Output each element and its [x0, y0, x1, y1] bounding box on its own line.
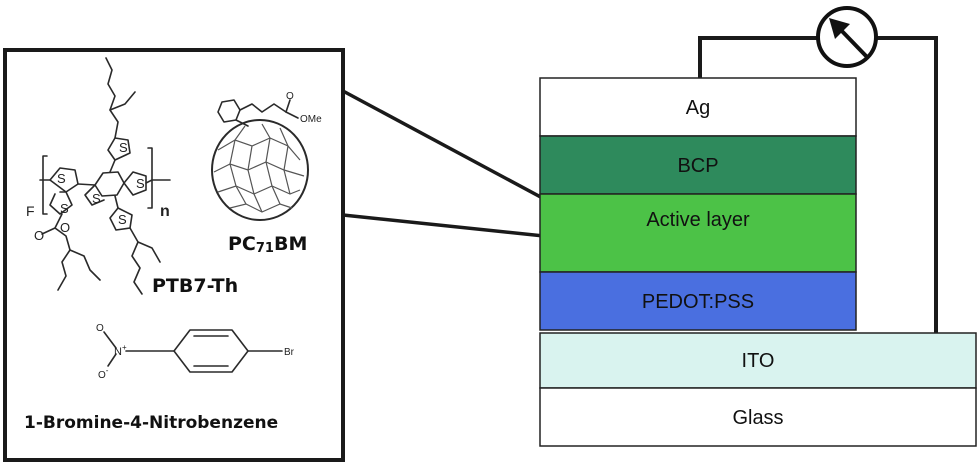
ptb7-sulfur-label: S [57, 171, 66, 186]
layer-bcp: BCP [539, 135, 857, 195]
ptb7-fluorine-label: F [26, 203, 35, 219]
ptb7-sulfur-label: S [118, 212, 127, 227]
pcbm-ester-label: OMe [300, 114, 322, 125]
ptb7-th-label: PTB7-Th [152, 275, 238, 297]
layer-glass-label: Glass [732, 407, 783, 429]
nitro-o-minus-label: O- [98, 366, 109, 381]
layer-pedot-pss-label: PEDOT:PSS [642, 291, 754, 313]
ptb7-sulfur-label: S [136, 176, 145, 191]
pc71bm-structure: O OMe [211, 91, 322, 221]
ptb7-oxygen-label: O [34, 228, 44, 243]
pc71bm-label: PC71BM [228, 233, 307, 256]
nitrobenzene-label: 1-Bromine-4-Nitrobenzene [24, 413, 278, 433]
nitro-o-label: O [96, 323, 104, 334]
layer-ito-label: ITO [742, 350, 775, 372]
ptb7-sulfur-label: S [60, 201, 69, 216]
layer-bcp-label: BCP [677, 155, 718, 177]
layer-ag: Ag [539, 77, 857, 137]
ptb7-sulfur-label: S [119, 140, 128, 155]
layer-pedot-pss: PEDOT:PSS [539, 271, 857, 331]
layer-active-label: Active layer [646, 209, 750, 231]
ptb7-th-structure: S S S S S S F O O n [26, 57, 171, 295]
layer-ag-label: Ag [686, 97, 710, 119]
layer-ito: ITO [539, 332, 977, 389]
meter-icon [816, 6, 878, 68]
ptb7-oxygen-label: O [60, 220, 70, 235]
pcbm-carbonyl-o: O [286, 91, 294, 102]
layer-glass: Glass [539, 387, 977, 447]
bromine-label: Br [284, 347, 295, 358]
ptb7-sulfur-label: S [92, 191, 101, 206]
molecule-panel [3, 48, 345, 462]
ptb7-repeat-n: n [160, 203, 170, 220]
nitrobenzene-structure: O N+ O- Br [96, 323, 295, 381]
circuit-wire [698, 36, 938, 333]
nitro-n-label: N+ [114, 343, 127, 358]
layer-active: Active layer [539, 193, 857, 273]
